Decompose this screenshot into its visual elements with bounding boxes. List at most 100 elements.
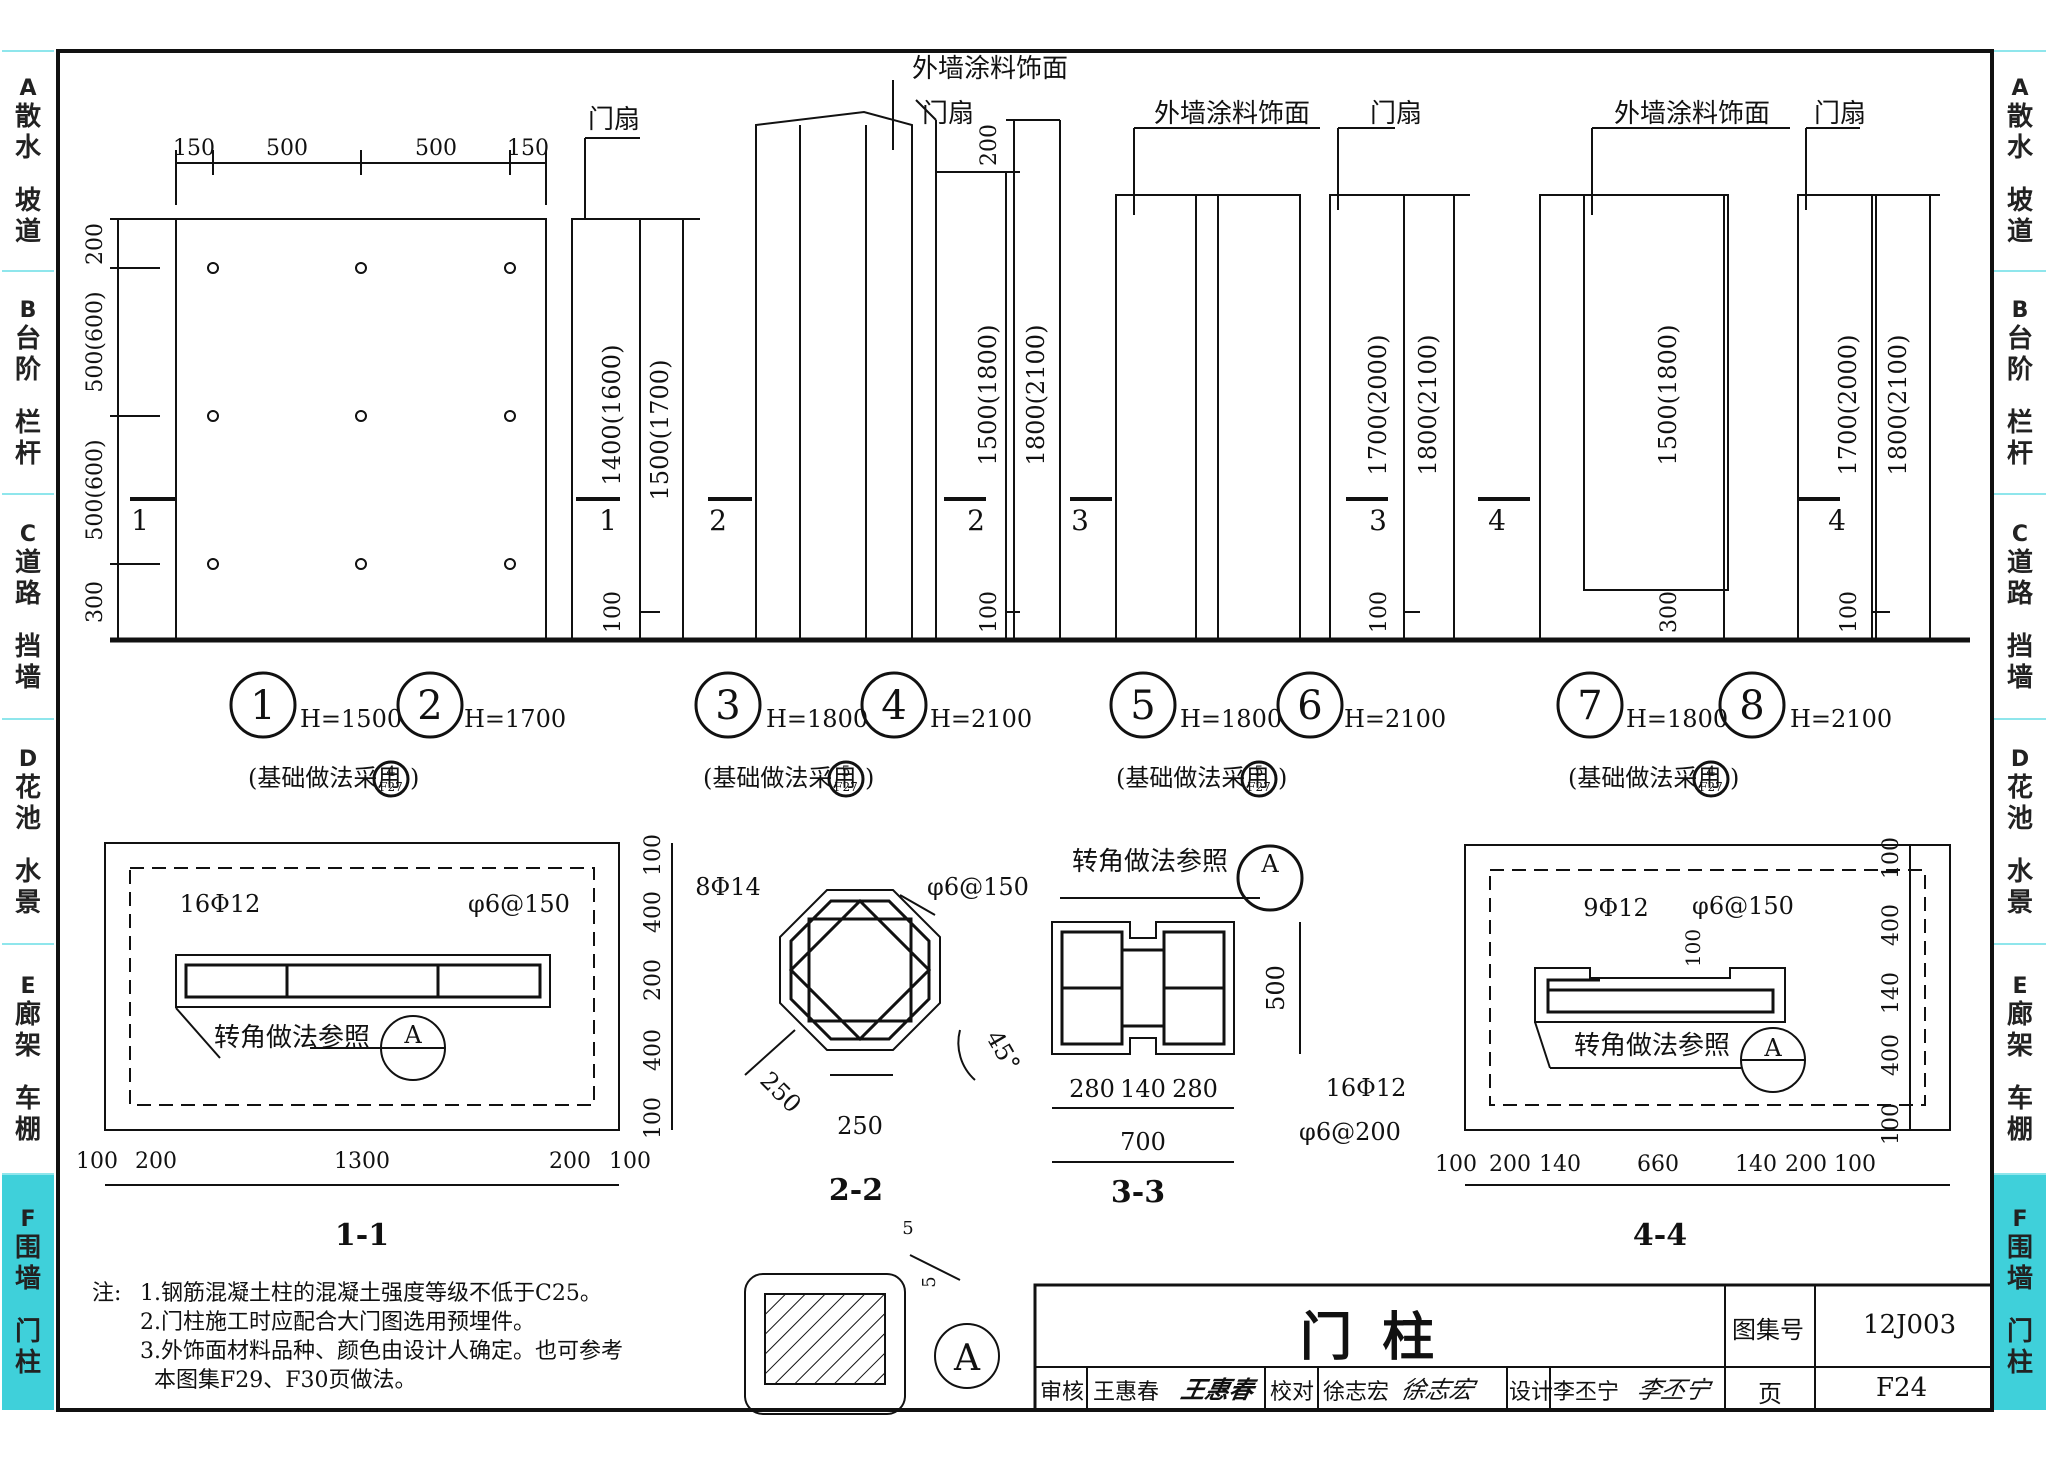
section-2-2 [744,889,976,1081]
dim-300-4: 300 [1657,591,1682,633]
side-tab-char: 门 [2006,1316,2033,1347]
side-tab-char: 道 [14,547,41,578]
side-tab-char: 栏 [14,407,41,438]
section-title-33: 3-3 [1111,1175,1165,1210]
side-tab-char: 杆 [14,438,41,469]
section-3-3 [1051,897,1301,1163]
dim-11-r4: 100 [641,1097,666,1139]
dim-33-right: 500 [1262,965,1290,1011]
side-tab-char: E [20,974,36,999]
stirrup-label-22: φ6@150 [927,873,1029,901]
dim-left-200: 200 [83,223,108,265]
detail-a [744,1254,1000,1415]
type-circle-3 [694,671,762,739]
detail-a-label: A [953,1338,981,1379]
foundation-ref-close-3: ) [1730,764,1739,792]
exterior-coating-label-3: 外墙涂料饰面 [1154,99,1310,129]
side-tab-char: F [2012,1206,2028,1232]
type-number-2: 2 [417,683,442,729]
rebar-label-44: 9Φ12 [1583,894,1648,922]
side-tab-char: 水 [14,856,41,887]
exterior-coating-label: 外墙涂料饰面 [912,54,1068,84]
door-leaf-label-3: 门扇 [1370,99,1422,129]
side-tab-char: 车 [2006,1084,2033,1114]
page-label: 页 [1758,1380,1782,1408]
inner-dim-44: 100 [1681,929,1705,967]
foundation-ref-num-2: 5 [1255,764,1264,780]
side-tab-char: 门 [14,1316,41,1347]
side-tab-char: 围 [2006,1232,2033,1263]
dim-11-b4: 100 [609,1149,651,1174]
side-tab-divider [2,1173,54,1175]
dim-top-150b: 150 [507,136,549,161]
side-tab-char: 道 [2006,217,2033,247]
type-circle-4 [860,671,928,739]
checker-name: 徐志宏 [1323,1380,1390,1405]
side-tab-divider [2,493,54,495]
dim-44-b5: 200 [1785,1152,1827,1177]
section-title-44: 4-4 [1633,1218,1687,1253]
cut-mark-3b: 3 [1369,504,1387,537]
side-tab-char: 水 [2006,856,2033,887]
dim-22-diag: 250 [755,1066,807,1118]
detail-a-circle-33 [1236,844,1304,912]
angle-label-22: 45° [980,1026,1026,1077]
type-height-7: H=1800 [1626,705,1728,733]
type-height-4: H=2100 [930,705,1032,733]
rebar-label-11: 16Φ12 [180,890,261,918]
type-circle-8 [1718,671,1786,739]
atlas-label: 图集号 [1732,1316,1804,1344]
type-number-4: 4 [881,683,906,729]
door-leaf-label-4: 门扇 [1814,99,1866,129]
dim-left-500b: 500(600) [83,439,108,540]
reviewer-signature: 王惠春 [1178,1375,1257,1404]
side-tab-char: 杆 [2006,438,2033,469]
dim-11-b1: 200 [135,1149,177,1174]
dim-left-300: 300 [83,581,108,623]
elevation-3 [1070,127,1470,641]
dim-33-b2: 280 [1172,1075,1218,1103]
side-tab-divider [1994,50,2046,52]
detail-a-dim-1: 5 [902,1218,913,1239]
side-tab-char: 挡 [2006,631,2033,662]
dim-11-r1: 400 [641,891,666,933]
checker-signature: 徐志宏 [1398,1376,1477,1404]
rebar-label-22: 8Φ14 [695,873,760,901]
side-tab-char: 路 [14,578,41,609]
side-tab-char: 架 [14,1031,41,1061]
side-tab-char: E [2012,974,2028,999]
side-tab-char: 坡 [14,186,41,216]
dim-100: 100 [601,591,626,633]
side-tab-char: 路 [2006,578,2033,609]
type-number-5: 5 [1130,683,1155,729]
dim-33-total: 700 [1120,1128,1166,1156]
dim-100-4: 100 [1837,591,1862,633]
side-tab-char: 池 [2006,803,2033,834]
foundation-ref-circle-0 [372,760,410,798]
cut-mark-4b: 4 [1828,504,1846,537]
side-tab-char: 水 [14,133,41,163]
side-tab-char: 栏 [2006,407,2033,438]
foundation-ref-num-0: 4 [387,764,396,780]
dim-200: 200 [977,124,1002,166]
side-tab-char: 挡 [14,631,41,662]
type-circle-1 [229,671,297,739]
side-tab-char: A [2011,76,2029,101]
type-height-5: H=1800 [1180,705,1282,733]
type-circle-7 [1556,671,1624,739]
stirrup-label-11: φ6@150 [468,890,570,918]
dim-44-b0: 100 [1435,1152,1477,1177]
side-tab-divider [1994,1173,2046,1175]
